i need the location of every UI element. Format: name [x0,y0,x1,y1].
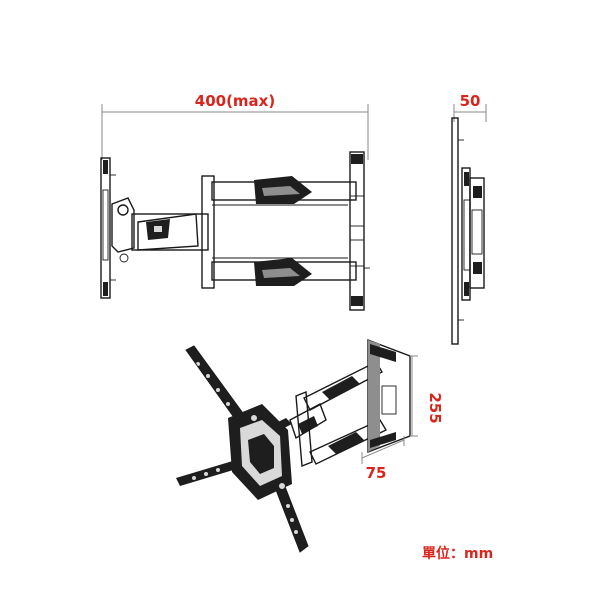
tv-plate-edge [100,157,116,299]
iso-wall-plate [367,338,418,454]
iso-view: 255 75 [176,338,444,553]
iso-depth-dimension: 75 [361,436,405,482]
top-width-dimension: 400(max) [101,92,369,160]
wall-plate-top [349,151,370,311]
top-view: 400(max) [100,92,370,311]
side-depth-dimension: 50 [453,92,487,122]
outer-arms [201,175,357,289]
tilt-hinge [111,197,209,263]
iso-height-dimension: 255 [411,356,444,436]
vesa-cross [176,345,309,553]
side-view: 50 [451,92,487,345]
iso-depth-label: 75 [366,464,387,482]
side-profile [451,117,485,345]
vesa-centre-plate [228,404,292,500]
iso-height-label: 255 [426,392,444,423]
top-width-label: 400(max) [195,92,275,110]
iso-outer-arms [303,361,387,465]
inner-arm [137,213,199,251]
iso-hinge-arm [289,390,327,468]
unit-note: 單位：mm [422,545,493,562]
side-depth-label: 50 [460,92,481,110]
